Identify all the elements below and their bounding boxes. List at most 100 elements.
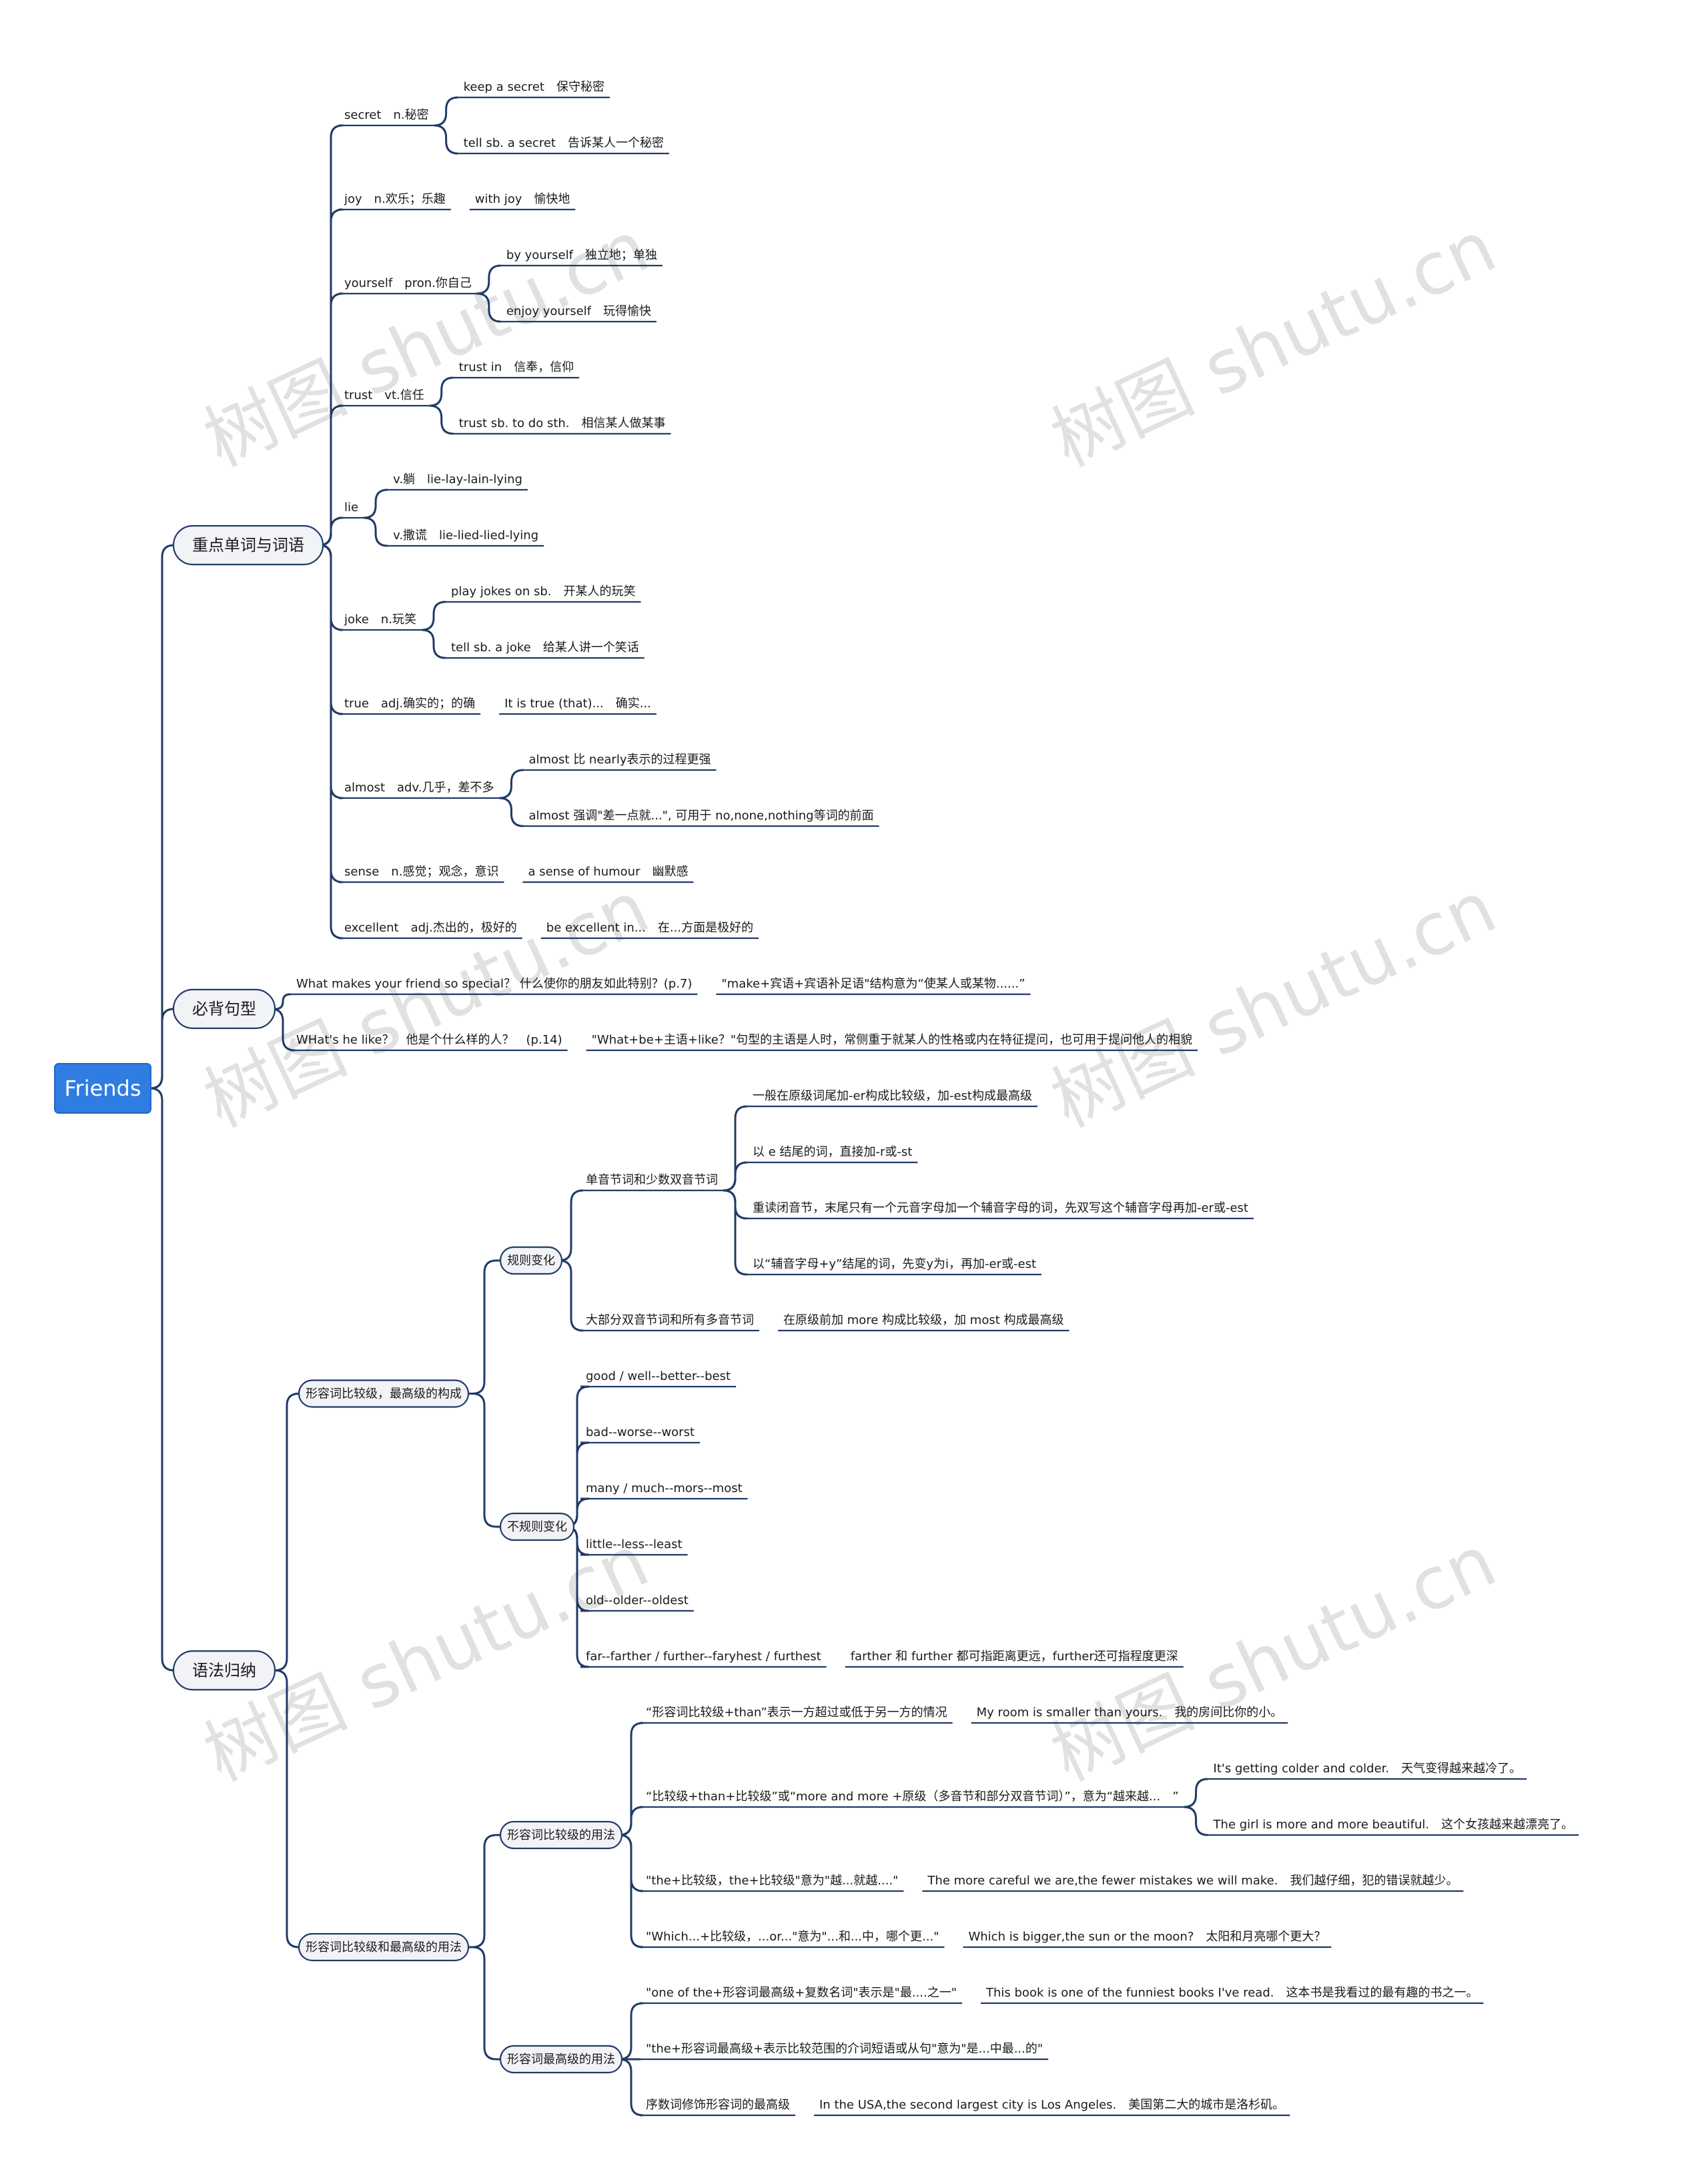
grammar-item-child-label: 以 e 结尾的词，直接加-r或-st (753, 1145, 912, 1159)
vocab-item-child[interactable]: v.撒谎 lie-lied-lied-lying (388, 528, 544, 547)
grammar-item[interactable]: old--older--oldest (580, 1593, 694, 1612)
vocab-item[interactable]: lie (339, 500, 364, 519)
grammar-item[interactable]: far--farther / further--faryhest / furth… (580, 1650, 827, 1668)
sentence-pattern-child[interactable]: "make+宾语+宾语补足语"结构意为“使某人或某物......” (716, 977, 1031, 996)
grammar-section[interactable]: 形容词比较级和最高级的用法 (298, 1932, 470, 1962)
grammar-item-child[interactable]: 一般在原级词尾加-er构成比较级，加-est构成最高级 (747, 1089, 1037, 1108)
vocab-item-child-label: with joy 愉快地 (475, 192, 570, 206)
grammar-item-child[interactable]: 以“辅音字母+y”结尾的词，先变y为i，再加-er或-est (747, 1257, 1042, 1276)
grammar-item-child[interactable]: 以 e 结尾的词，直接加-r或-st (747, 1145, 918, 1164)
grammar-item[interactable]: 大部分双音节词和所有多音节词 (580, 1313, 759, 1332)
grammar-subsection[interactable]: 形容词比较级的用法 (499, 1820, 623, 1850)
vocab-item-child[interactable]: with joy 愉快地 (469, 192, 576, 211)
vocab-item-child[interactable]: enjoy yourself 玩得愉快 (500, 304, 657, 323)
vocab-item-label: almost adv.几乎，差不多 (344, 781, 494, 795)
grammar-subsection[interactable]: 形容词最高级的用法 (499, 2045, 623, 2074)
vocab-item-label: trust vt.信任 (344, 388, 424, 402)
vocab-item[interactable]: joy n.欢乐；乐趣 (339, 192, 451, 211)
grammar-item[interactable]: "the+比较级，the+比较级"意为"越...就越...." (640, 1874, 904, 1892)
branch-sentence-patterns[interactable]: 必背句型 (172, 988, 276, 1030)
grammar-item-child[interactable]: This book is one of the funniest books I… (981, 1986, 1484, 2005)
connector-line (558, 1189, 584, 1262)
grammar-section[interactable]: 形容词比较级，最高级的构成 (298, 1379, 470, 1408)
vocab-item-child[interactable]: play jokes on sb. 开某人的玩笑 (446, 585, 641, 603)
sentence-pattern[interactable]: What makes your friend so special？ 什么使你的… (291, 977, 698, 996)
grammar-subsection[interactable]: 不规则变化 (499, 1512, 575, 1541)
vocab-item-child[interactable]: tell sb. a secret 告诉某人一个秘密 (458, 136, 669, 155)
grammar-item[interactable]: little--less--least (580, 1537, 688, 1556)
grammar-item-child[interactable]: In the USA,the second largest city is Lo… (814, 2098, 1290, 2117)
grammar-item-child-label: 以“辅音字母+y”结尾的词，先变y为i，再加-er或-est (753, 1257, 1036, 1271)
grammar-subsection[interactable]: 规则变化 (499, 1246, 563, 1275)
branch-vocabulary[interactable]: 重点单词与词语 (172, 524, 324, 566)
vocab-item-child[interactable]: tell sb. a joke 给某人讲一个笑话 (446, 641, 645, 659)
vocab-item[interactable]: true adj.确实的；的确 (339, 697, 481, 715)
grammar-item-child[interactable]: The more careful we are,the fewer mistak… (922, 1874, 1464, 1892)
vocab-item-label: lie (344, 500, 358, 514)
vocab-item-child[interactable]: almost 比 nearly表示的过程更强 (523, 753, 717, 771)
grammar-item[interactable]: 单音节词和少数双音节词 (580, 1173, 723, 1192)
vocab-item-child[interactable]: trust in 信奉，信仰 (453, 360, 580, 379)
vocab-item[interactable]: excellent adj.杰出的，极好的 (339, 921, 522, 940)
sentence-pattern-child[interactable]: "What+be+主语+like？"句型的主语是人时，常侧重于就某人的性格或内在… (586, 1033, 1198, 1052)
vocab-item-child-label: trust in 信奉，信仰 (459, 360, 574, 374)
grammar-item-child[interactable]: My room is smaller than yours. 我的房间比你的小。 (971, 1706, 1288, 1724)
grammar-subsection-label: 不规则变化 (507, 1520, 567, 1534)
vocab-item-child[interactable]: trust sb. to do sth. 相信某人做某事 (453, 416, 671, 435)
grammar-item-child-label: This book is one of the funniest books I… (985, 1986, 1478, 2000)
grammar-item-label: far--farther / further--faryhest / furth… (586, 1650, 821, 1664)
branch-grammar[interactable]: 语法归纳 (172, 1650, 276, 1691)
grammar-item[interactable]: 序数词修饰形容词的最高级 (640, 2098, 795, 2117)
grammar-item-label: 序数词修饰形容词的最高级 (646, 2098, 790, 2112)
vocab-item[interactable]: joke n.玩笑 (339, 613, 422, 631)
vocab-item-child[interactable]: It is true (that)... 确实... (499, 697, 657, 715)
grammar-item[interactable]: good / well--better--best (580, 1369, 737, 1388)
vocab-item-child[interactable]: v.躺 lie-lay-lain-lying (388, 472, 528, 491)
vocab-item[interactable]: trust vt.信任 (339, 388, 430, 407)
grammar-item-child-label: The girl is more and more beautiful. 这个女… (1213, 1818, 1574, 1832)
grammar-item[interactable]: many / much--mors--most (580, 1481, 748, 1500)
connector-line (468, 1393, 500, 1528)
vocab-item[interactable]: yourself pron.你自己 (339, 276, 477, 295)
grammar-item[interactable]: "one of the+形容词最高级+复数名词"表示是"最....之一" (640, 1986, 962, 2005)
vocab-item-child-label: by yourself 独立地；单独 (506, 248, 657, 262)
vocab-item-child[interactable]: almost 强调"差一点就...", 可用于 no,none,nothing等… (523, 809, 879, 827)
vocab-item-child[interactable]: keep a secret 保守秘密 (458, 80, 610, 99)
connector-line (364, 516, 388, 547)
connector-line (476, 292, 501, 323)
grammar-item-child[interactable]: 在原级前加 more 构成比较级，加 most 构成最高级 (778, 1313, 1070, 1332)
grammar-item-child[interactable]: It's getting colder and colder. 天气变得越来越冷… (1208, 1762, 1527, 1780)
vocab-item-child-label: a sense of humour 幽默感 (528, 865, 688, 879)
grammar-item-child[interactable]: 重读闭音节，末尾只有一个元音字母加一个辅音字母的词，先双写这个辅音字母再加-er… (747, 1201, 1254, 1220)
grammar-item-child[interactable]: The girl is more and more beautiful. 这个女… (1208, 1818, 1579, 1836)
sentence-pattern-label: WHat's he like？ 他是个什么样的人？ (p.14) (296, 1033, 562, 1047)
vocab-item-child[interactable]: by yourself 独立地；单独 (500, 248, 663, 267)
grammar-item-label: "one of the+形容词最高级+复数名词"表示是"最....之一" (646, 1986, 957, 2000)
grammar-item[interactable]: “形容词比较级+than”表示一方超过或低于另一方的情况 (640, 1706, 953, 1724)
connector-line (429, 404, 454, 435)
grammar-item[interactable]: bad--worse--worst (580, 1425, 701, 1444)
grammar-item-label: old--older--oldest (586, 1593, 689, 1607)
grammar-section-label: 形容词比较级，最高级的构成 (306, 1387, 462, 1401)
grammar-item-label: little--less--least (586, 1537, 683, 1551)
sentence-pattern[interactable]: WHat's he like？ 他是个什么样的人？ (p.14) (291, 1033, 568, 1052)
vocab-item-label: secret n.秘密 (344, 108, 429, 122)
grammar-item[interactable]: "Which...+比较级，...or..."意为"...和...中，哪个更..… (640, 1930, 945, 1948)
grammar-subsection-box (499, 1512, 575, 1541)
vocab-item-child[interactable]: a sense of humour 幽默感 (522, 865, 694, 883)
vocab-item[interactable]: almost adv.几乎，差不多 (339, 781, 500, 799)
connector-line (318, 516, 344, 547)
vocab-item-child-label: v.撒谎 lie-lied-lied-lying (393, 528, 538, 543)
grammar-item[interactable]: “比较级+than+比较级”或“more and more +原级（多音节和部分… (640, 1790, 1184, 1808)
vocab-item-child[interactable]: be excellent in... 在...方面是极好的 (540, 921, 759, 940)
vocab-item-label: joke n.玩笑 (344, 613, 416, 627)
root-node[interactable]: Friends (54, 1063, 151, 1114)
branch-grammar-box (172, 1650, 276, 1691)
grammar-item-child[interactable]: farther 和 further 都可指距离更远，further还可指程度更深 (845, 1650, 1184, 1668)
vocab-item[interactable]: secret n.秘密 (339, 108, 434, 127)
sentence-pattern-child-label: "make+宾语+宾语补足语"结构意为“使某人或某物......” (721, 977, 1025, 991)
grammar-item[interactable]: "the+形容词最高级+表示比较范围的介词短语或从句"意为"是...中最...的… (640, 2042, 1049, 2061)
grammar-item-child[interactable]: Which is bigger,the sun or the moon? 太阳和… (963, 1930, 1332, 1948)
vocab-item[interactable]: sense n.感觉；观念，意识 (339, 864, 504, 883)
vocab-item-child-label: keep a secret 保守秘密 (464, 80, 604, 94)
